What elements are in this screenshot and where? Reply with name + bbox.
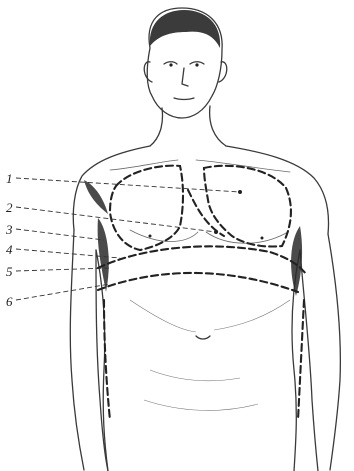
diaphragm-lower-boundary	[98, 273, 298, 292]
diaphragm-upper-boundary	[98, 246, 306, 274]
right-lateral-boundary	[298, 300, 304, 420]
lung-right-boundary	[204, 166, 291, 247]
callout-3: 3	[5, 222, 13, 237]
callout-4: 4	[6, 242, 13, 257]
callout-2: 2	[6, 200, 13, 215]
leader-2	[16, 207, 216, 232]
leader-1-dot	[238, 190, 242, 194]
callout-5: 5	[6, 264, 13, 279]
leader-2-dot	[214, 230, 218, 234]
callout-1: 1	[6, 171, 13, 186]
flank-shading	[84, 180, 302, 296]
organ-boundaries	[98, 166, 306, 420]
left-lateral-boundary	[104, 300, 110, 420]
torso	[96, 230, 300, 471]
head	[144, 8, 227, 118]
leader-3	[16, 229, 104, 240]
callout-6: 6	[6, 294, 13, 309]
callout-labels: 1 2 3 4 5 6	[5, 171, 13, 309]
